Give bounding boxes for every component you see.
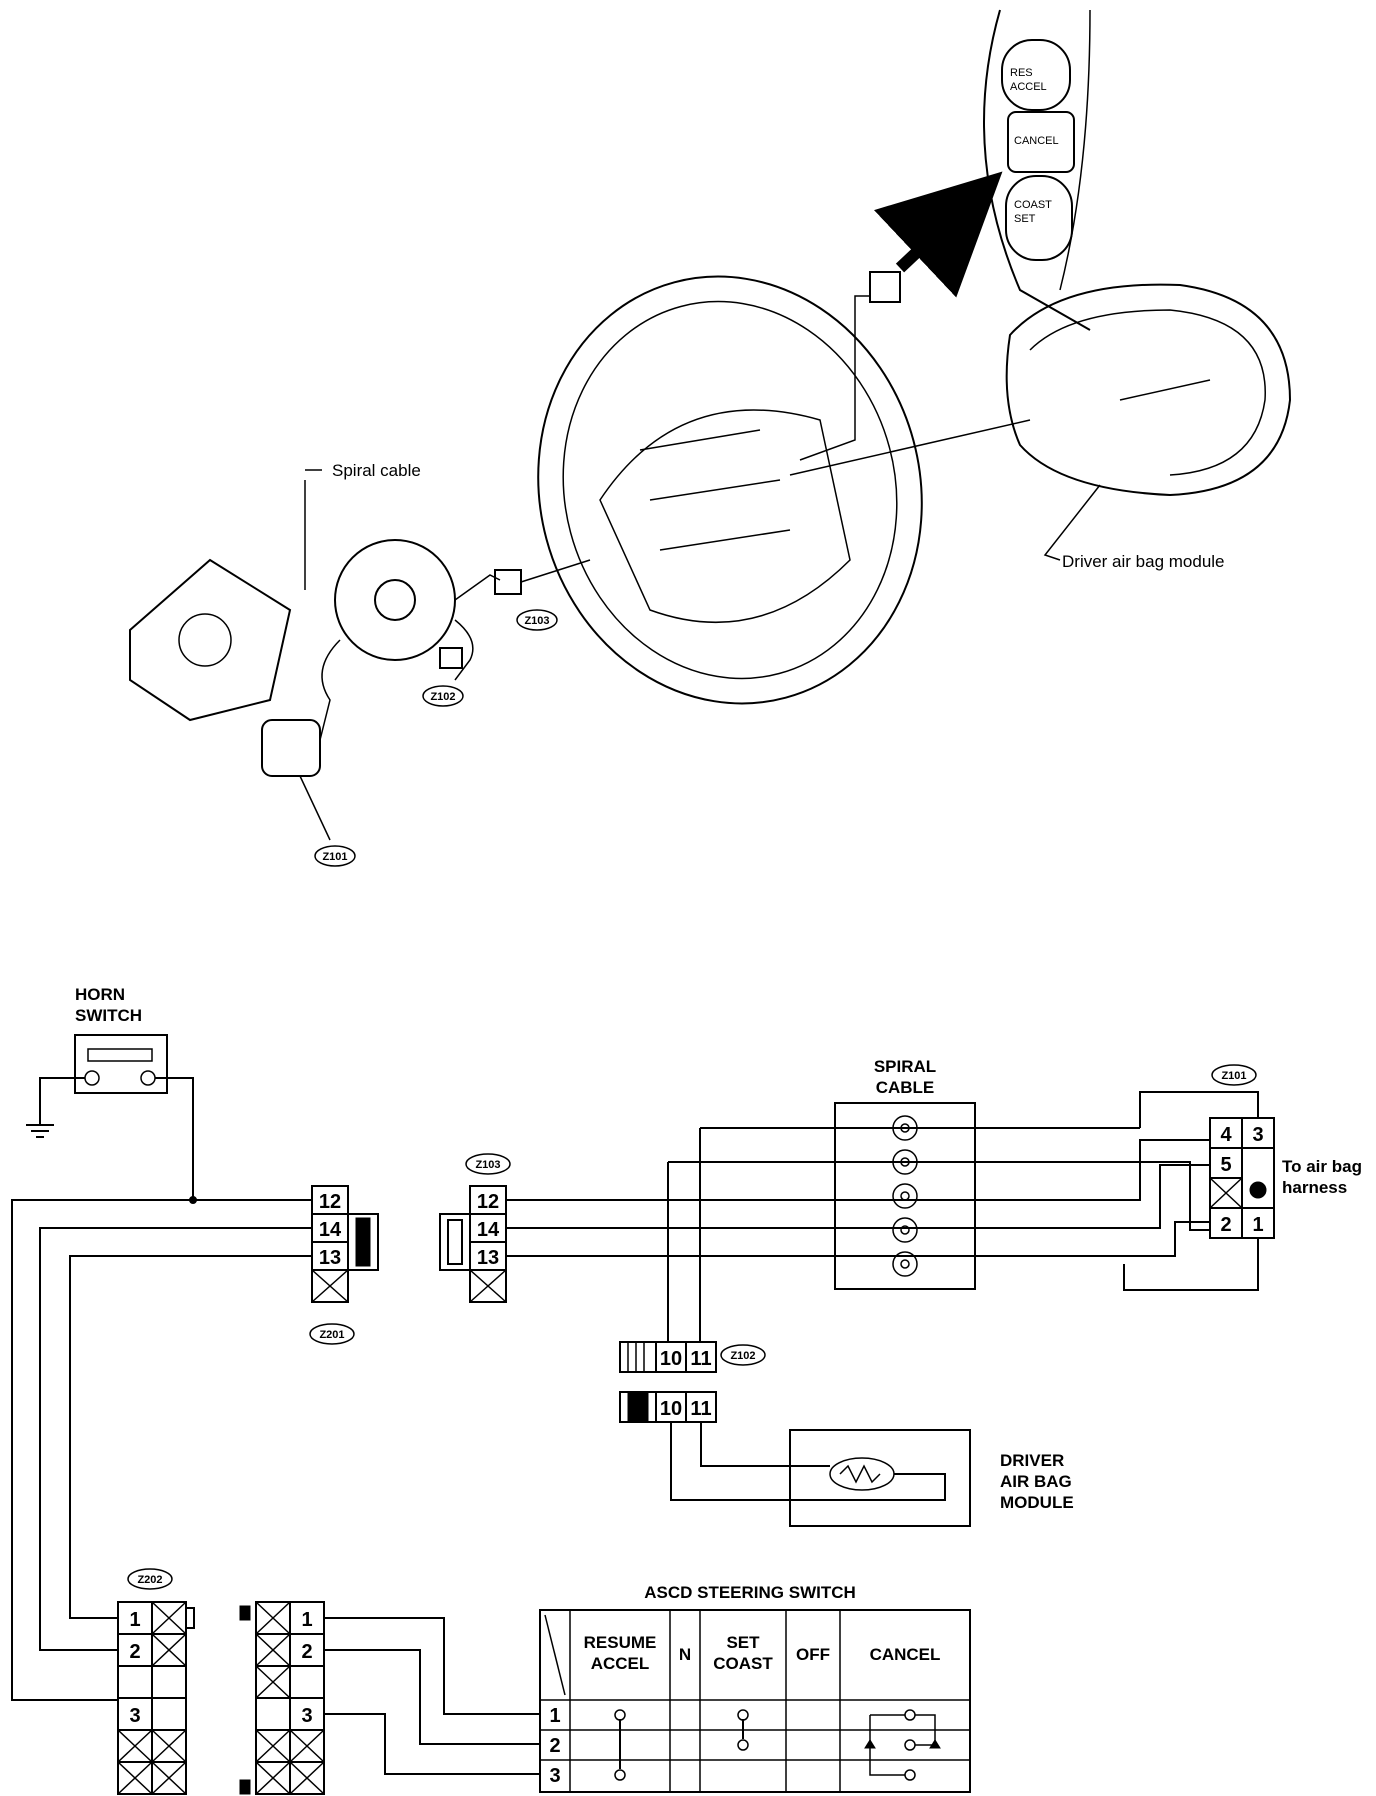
ascd-mate-connector: 1 2 3 [239,1601,325,1795]
arrow-icon [873,171,1003,298]
ground-icon [26,1124,54,1138]
z201-tag-text: Z201 [319,1329,344,1341]
z101-tag-text: Z101 [1221,1070,1246,1082]
accel-label: ACCEL [1010,81,1047,93]
z202-pin-2: 2 [129,1641,140,1663]
horn-label-2: SWITCH [75,1006,142,1025]
z201-pin-13: 13 [319,1247,341,1269]
ascd-title: ASCD STEERING SWITCH [644,1583,856,1602]
coast-label: COAST [1014,199,1052,211]
cancel-label-pic: CANCEL [1014,135,1059,147]
z101-pin-4: 4 [1220,1124,1232,1146]
schematic: HORN SWITCH 12 14 13 Z201 [11,985,1362,1795]
res-label: RES [1010,67,1033,79]
z202-connector: Z202 1 2 3 [117,1568,195,1795]
z202-pin-1: 1 [129,1609,140,1631]
z101-pin-2: 2 [1220,1214,1231,1236]
hdr-off: OFF [796,1645,830,1664]
hdr-accel: ACCEL [591,1654,650,1673]
z103-tag-text: Z103 [475,1159,500,1171]
row-2: 2 [549,1735,560,1757]
wheel-hub [599,409,851,624]
module-label-1: DRIVER [1000,1451,1064,1470]
z201-pin-12: 12 [319,1191,341,1213]
hdr-cancel: CANCEL [870,1645,941,1664]
driver-air-bag-label: Driver air bag module [1062,552,1225,571]
switch-connector [869,271,901,303]
mate-pin-2: 2 [301,1641,312,1663]
cancel-button-pic [1007,111,1075,173]
mate-pin-1: 1 [301,1609,312,1631]
driver-air-bag-module [789,1429,971,1527]
combination-switch-bracket [129,558,292,722]
z102-tag: Z102 [422,685,464,707]
spiral-cable-label: Spiral cable [332,461,421,480]
set-label: SET [1014,213,1036,225]
z101-plug [261,719,321,777]
z103-plug [494,569,522,595]
spiral-cable-pic [334,539,456,661]
z201-pin-14: 14 [319,1219,342,1241]
z101-pin-5: 5 [1220,1154,1231,1176]
z103-tag-text: Z103 [524,615,549,627]
spiral-label-1: SPIRAL [874,1057,936,1076]
hdr-resume: RESUME [584,1633,657,1652]
module-label-3: MODULE [1000,1493,1074,1512]
z101-tag-text: Z101 [322,851,347,863]
z103-pin-13: 13 [477,1247,499,1269]
spiral-label-2: CABLE [876,1078,935,1097]
ascd-steering-switch: RESUME ACCEL N SET COAST OFF CANCEL 1 2 … [539,1609,971,1793]
z102-mate-pin-11: 11 [690,1398,711,1420]
driver-air-bag-module-pic [1005,283,1292,497]
z102-tag-text: Z102 [430,691,455,703]
z102-plug [439,647,463,669]
z102-pin-10: 10 [660,1348,682,1370]
z103-pin-14: 14 [477,1219,500,1241]
z102-pin-11: 11 [690,1348,711,1370]
row-3: 3 [549,1765,560,1787]
z102-connector: 10 11 Z102 10 11 [619,1341,766,1423]
horn-label-1: HORN [75,985,125,1004]
module-label-2: AIR BAG [1000,1472,1072,1491]
row-1: 1 [549,1705,560,1727]
z102-tag-text: Z102 [730,1350,755,1362]
z101-connector: Z101 4 3 5 2 1 [1209,1064,1275,1239]
z101-tag: Z101 [314,845,356,867]
z202-tag-text: Z202 [137,1574,162,1586]
coast-set-button [1005,175,1073,261]
hdr-set: SET [726,1633,760,1652]
harness-label-1: To air bag [1282,1157,1362,1176]
z103-pin-12: 12 [477,1191,499,1213]
res-accel-button [1001,39,1071,111]
z202-pin-3: 3 [129,1705,140,1727]
steering-illustration: RES ACCEL CANCEL COAST SET Driver air ba… [129,9,1292,867]
switch-inset: RES ACCEL CANCEL COAST SET [983,9,1091,331]
harness-label-2: harness [1282,1178,1347,1197]
z102-mate-pin-10: 10 [660,1398,682,1420]
z101-pin-3: 3 [1252,1124,1263,1146]
z103-connector: Z103 12 14 13 [439,1153,511,1303]
hdr-n: N [679,1645,691,1664]
mate-pin-3: 3 [301,1705,312,1727]
spiral-cable [834,1102,976,1290]
z103-tag: Z103 [516,609,558,631]
z201-connector: 12 14 13 Z201 [309,1185,379,1345]
z101-pin-1: 1 [1252,1214,1263,1236]
hdr-coast: COAST [713,1654,773,1673]
steering-wheel [537,275,923,705]
short-circuit-dot [1249,1181,1267,1199]
